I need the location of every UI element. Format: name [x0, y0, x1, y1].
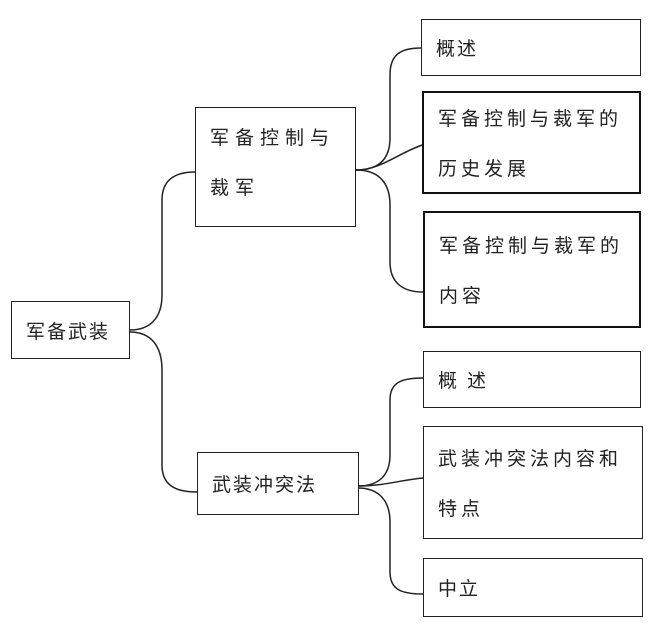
leaf-node-arms-control-content: 军备控制与裁军的内容: [423, 211, 641, 328]
connector-conflict-law-to-overview: [357, 377, 424, 487]
root-node: 军备武装: [11, 301, 130, 359]
connector-arms-control-to-overview: [355, 47, 422, 171]
leaf-label-conflict-law-overview: 概 述: [438, 370, 489, 392]
connector-conflict-law-to-content: [357, 477, 424, 487]
leaf-node-arms-control-overview: 概述: [421, 19, 641, 76]
leaf-node-arms-control-history: 军备控制与裁军的历史发展: [422, 91, 641, 194]
branch-node-armed-conflict-law: 武装冲突法: [197, 452, 359, 515]
leaf-node-conflict-law-overview: 概 述: [423, 351, 641, 408]
leaf-node-conflict-law-content: 武装冲突法内容和特点: [423, 426, 643, 539]
leaf-label-arms-control-history: 军备控制与裁军的历史发展: [438, 108, 623, 180]
branch-label-arms-control: 军备控制与裁军: [210, 127, 336, 199]
leaf-label-neutrality: 中立: [438, 578, 481, 600]
leaf-label-conflict-law-content: 武装冲突法内容和特点: [438, 448, 623, 520]
leaf-label-arms-control-overview: 概述: [436, 38, 479, 60]
root-label: 军备武装: [26, 320, 111, 343]
connector-root-to-armed-conflict-law: [129, 331, 198, 493]
branch-node-arms-control: 军备控制与裁军: [195, 107, 356, 227]
leaf-node-neutrality: 中立: [423, 558, 643, 617]
connector-arms-control-to-history: [355, 144, 423, 171]
connector-arms-control-to-content: [355, 169, 424, 293]
connector-conflict-law-to-neutrality: [357, 487, 424, 595]
leaf-label-arms-control-content: 军备控制与裁军的内容: [439, 235, 624, 307]
branch-label-armed-conflict-law: 武装冲突法: [212, 474, 318, 496]
connector-root-to-arms-control: [129, 171, 196, 331]
